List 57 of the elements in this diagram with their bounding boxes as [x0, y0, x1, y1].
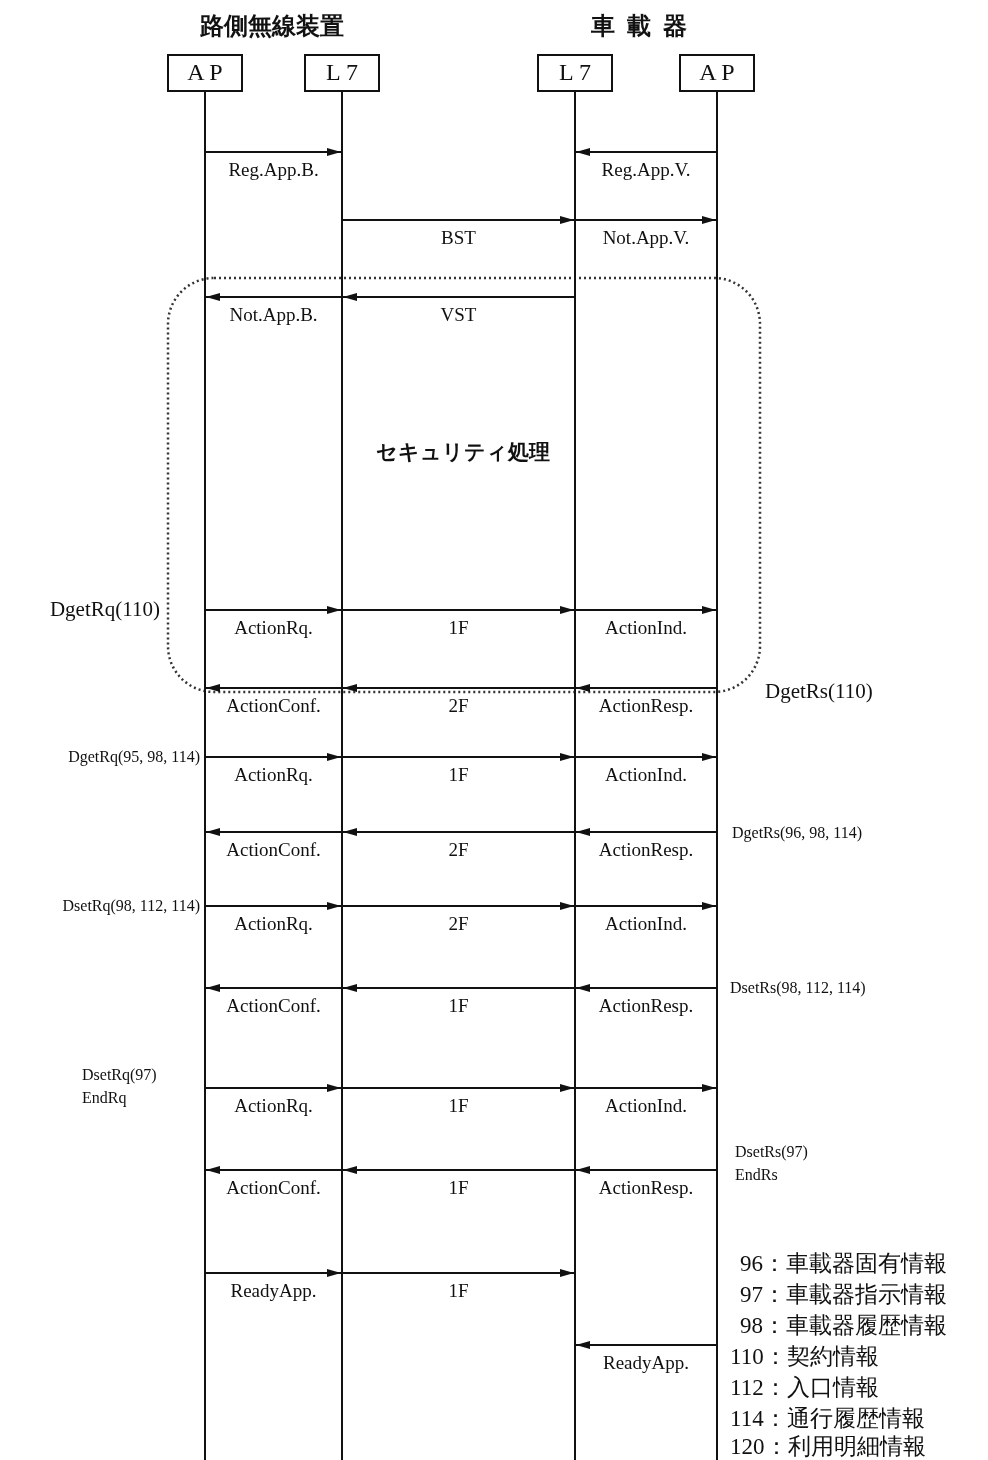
message-arrow	[205, 984, 342, 992]
message-note: DsetRs(97)	[735, 1142, 808, 1163]
message-arrow	[575, 148, 717, 156]
message-arrow	[342, 1084, 575, 1092]
message-arrow	[342, 753, 575, 761]
message-arrow	[575, 753, 717, 761]
message-arrow	[205, 293, 342, 301]
lifeline-head: L 7	[304, 54, 380, 92]
message-arrow	[575, 684, 717, 692]
message-arrow	[342, 684, 575, 692]
message-arrow	[575, 1341, 717, 1349]
legend-entry: 120：利用明細情報	[730, 1436, 926, 1458]
message-note: DsetRq(98, 112, 114)	[62, 896, 200, 917]
message-arrow	[205, 684, 342, 692]
message-note: DgetRs(96, 98, 114)	[732, 823, 863, 844]
message-arrow	[342, 1166, 575, 1174]
message-arrow	[342, 216, 575, 224]
group-heading: 路側無線装置	[200, 12, 344, 41]
legend-entry: 97：車載器指示情報	[740, 1284, 947, 1306]
legend-entry: 110：契約情報	[730, 1346, 879, 1368]
legend-entry: 98：車載器履歴情報	[740, 1315, 947, 1337]
message-arrow	[575, 606, 717, 614]
message-arrow	[342, 606, 575, 614]
message-note: EndRq	[82, 1088, 127, 1109]
message-note: DgetRq(110)	[49, 598, 160, 620]
message-arrow	[205, 753, 342, 761]
message-arrow	[342, 902, 575, 910]
message-arrow	[575, 902, 717, 910]
message-arrow	[205, 1269, 342, 1277]
message-arrow	[575, 1084, 717, 1092]
message-note: DgetRs(110)	[765, 680, 873, 702]
message-arrow	[205, 902, 342, 910]
message-arrow	[575, 984, 717, 992]
message-arrow	[205, 828, 342, 836]
message-arrow	[342, 293, 575, 301]
legend-entry: 114：通行履歴情報	[730, 1408, 925, 1430]
message-arrow	[575, 828, 717, 836]
message-note: DsetRq(97)	[82, 1065, 157, 1086]
message-arrow	[342, 1269, 575, 1277]
process-title: セキュリティ処理	[376, 439, 550, 466]
message-arrow	[575, 216, 717, 224]
message-arrow	[205, 148, 342, 156]
message-note: EndRs	[735, 1165, 778, 1185]
message-arrow	[205, 1084, 342, 1092]
message-note: DgetRq(95, 98, 114)	[68, 747, 200, 768]
message-arrow	[205, 606, 342, 614]
lifeline-head: L 7	[537, 54, 613, 92]
lifeline-head: A P	[679, 54, 755, 92]
legend-entry: 96：車載器固有情報	[740, 1253, 947, 1275]
lifeline-head: A P	[167, 54, 243, 92]
group-heading: 車載器	[591, 12, 699, 41]
legend-entry: 112：入口情報	[730, 1377, 879, 1399]
message-arrow	[342, 828, 575, 836]
message-arrow	[575, 1166, 717, 1174]
message-arrow	[342, 984, 575, 992]
message-note: DsetRs(98, 112, 114)	[730, 978, 866, 999]
message-arrow	[205, 1166, 342, 1174]
